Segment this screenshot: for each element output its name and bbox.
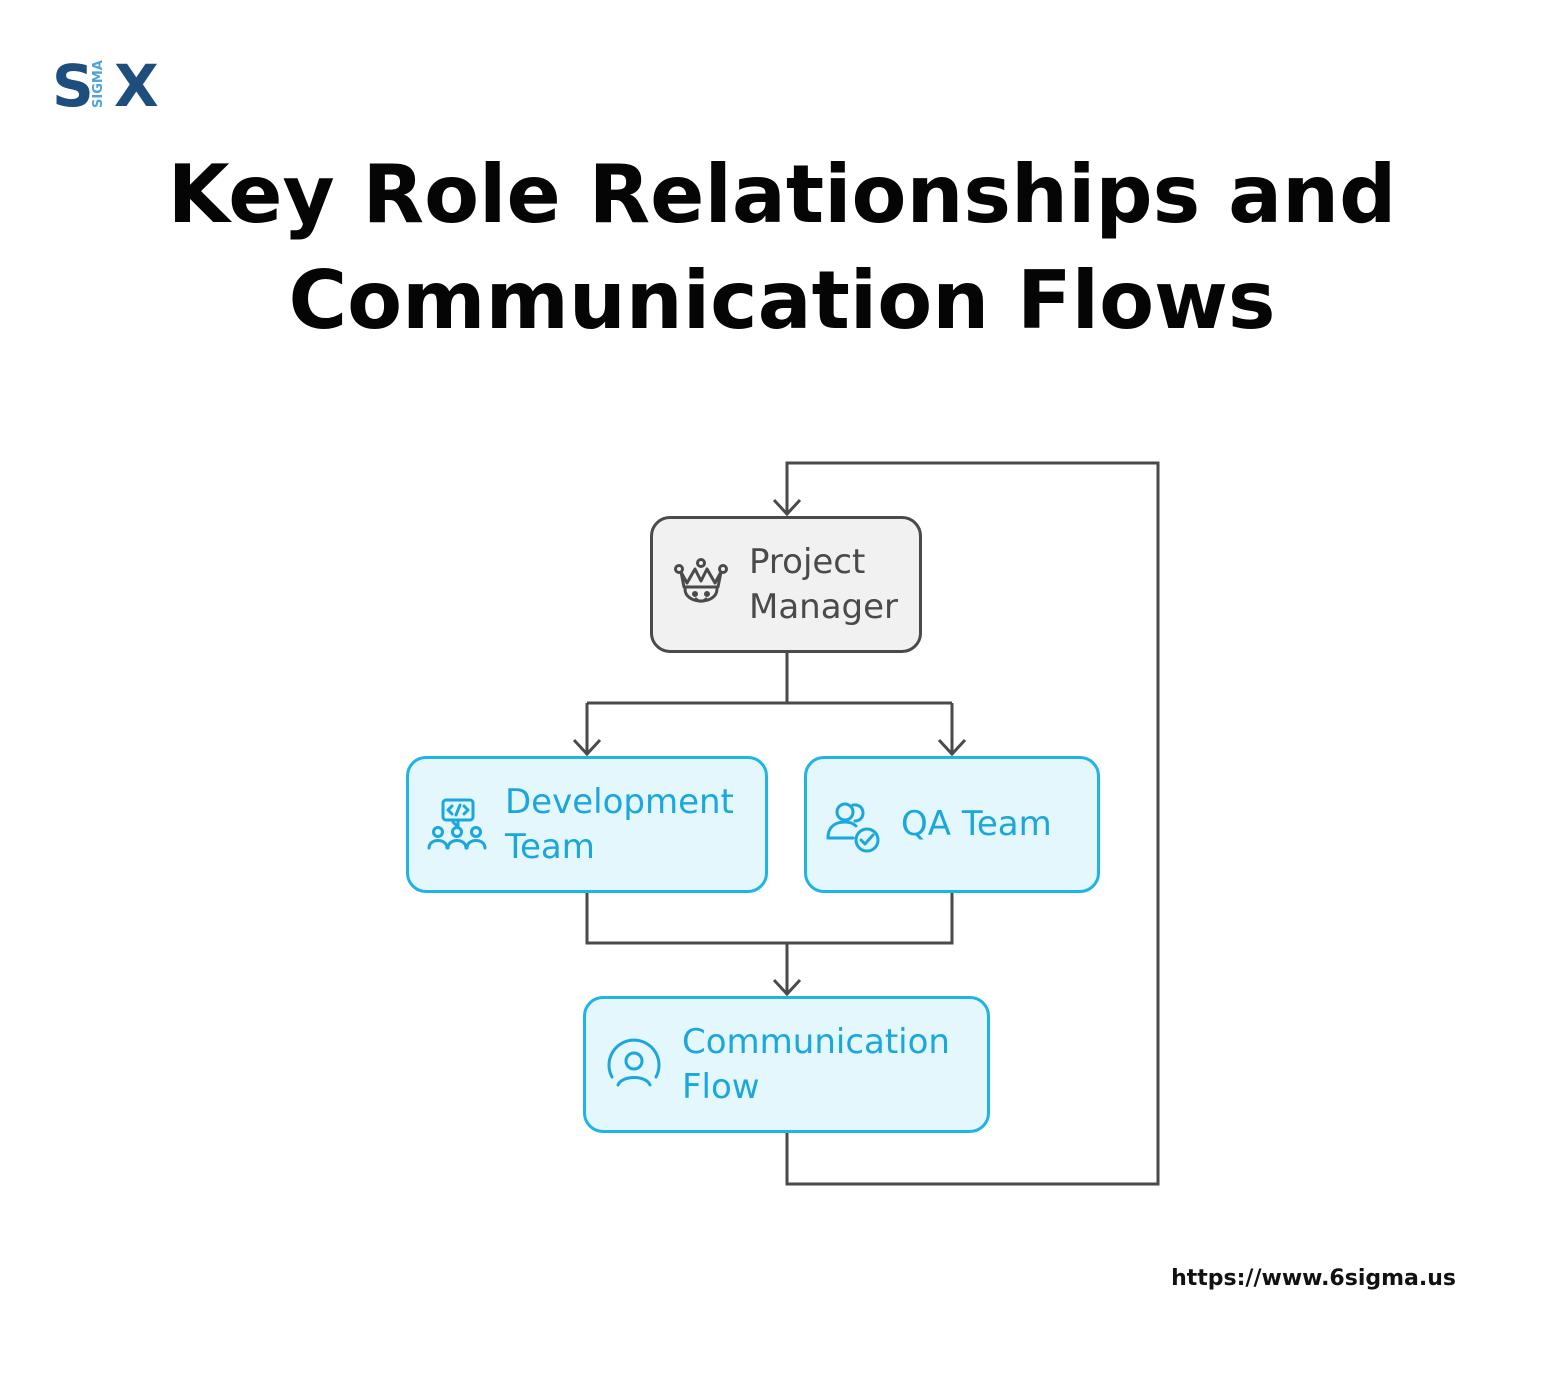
sixsigma-logo: S SIGMA X	[52, 52, 159, 112]
arrowhead-to-development	[572, 738, 602, 757]
feedback-loop-connector	[785, 461, 1160, 1186]
development-team-node: Development Team	[406, 756, 768, 893]
title-line-2: Communication Flows	[288, 254, 1276, 347]
page-title: Key Role Relationships and Communication…	[0, 142, 1564, 354]
development-team-label: Development Team	[505, 781, 734, 867]
teams-to-flow-connector	[585, 891, 954, 995]
logo-letter-x: X	[114, 52, 159, 112]
communication-flow-label: Communication Flow	[682, 1021, 950, 1107]
arrowhead-to-communication-flow	[772, 978, 802, 997]
arrowhead-to-qa	[937, 738, 967, 757]
qa-team-node: QA Team	[804, 756, 1100, 893]
communication-flow-node: Communication Flow	[583, 996, 990, 1133]
website-url[interactable]: https://www.6sigma.us	[1171, 1266, 1456, 1291]
project-manager-label: Project Manager	[749, 541, 899, 627]
project-manager-node: Project Manager	[650, 516, 922, 653]
logo-letter-s: S	[52, 52, 94, 112]
logo-vertical-text: SIGMA	[91, 60, 106, 108]
crown-face-icon	[653, 557, 749, 613]
qa-team-label: QA Team	[901, 804, 1052, 844]
code-team-icon	[409, 794, 505, 856]
pm-to-teams-connector	[585, 652, 954, 755]
title-line-1: Key Role Relationships and	[167, 148, 1397, 241]
user-circle-icon	[586, 1035, 682, 1095]
user-check-icon	[807, 794, 901, 856]
feedback-loop-arrowhead	[772, 498, 802, 517]
